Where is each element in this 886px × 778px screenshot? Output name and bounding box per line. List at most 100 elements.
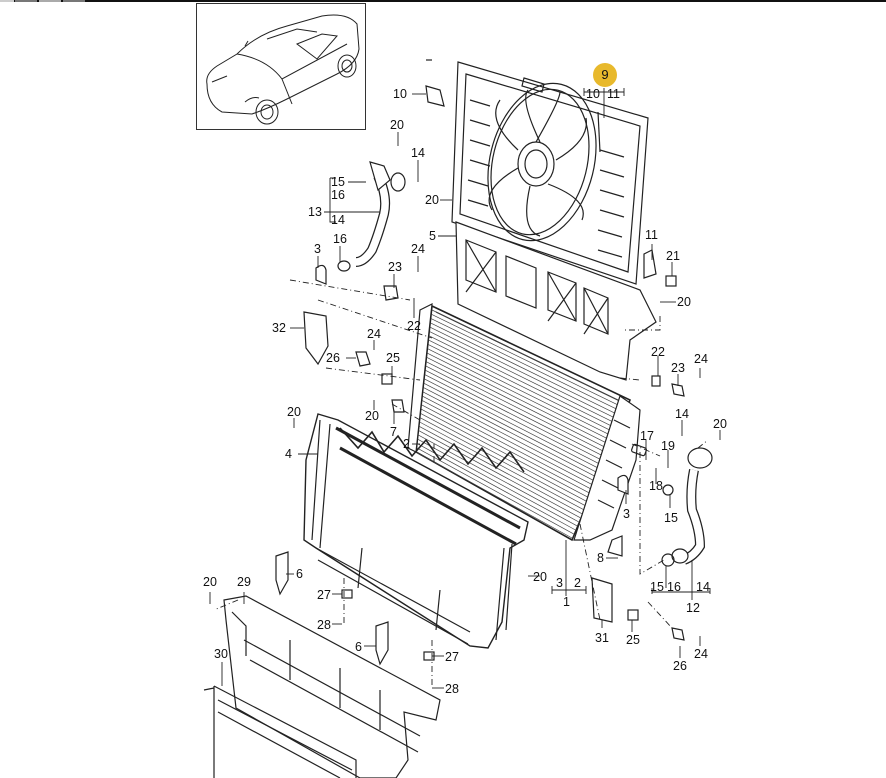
callout-26[interactable]: 26 <box>326 351 340 365</box>
radiator-fin-line <box>416 443 576 531</box>
callout-15[interactable]: 15 <box>664 511 678 525</box>
radiator-fin-line <box>423 382 599 474</box>
callout-15[interactable]: 15 <box>650 580 664 594</box>
callout-23[interactable]: 23 <box>671 361 685 375</box>
radiator-fin-line <box>417 438 578 527</box>
callout-3[interactable]: 3 <box>314 242 321 256</box>
callout-10[interactable]: 10 <box>586 87 600 101</box>
radiator-fin-line <box>431 309 627 405</box>
callout-24[interactable]: 24 <box>694 352 708 366</box>
callout-11[interactable]: 11 <box>607 87 620 101</box>
callout-1[interactable]: 1 <box>563 595 570 609</box>
callout-18[interactable]: 18 <box>649 479 663 493</box>
radiator-fin-line <box>418 425 582 514</box>
callout-20[interactable]: 20 <box>425 193 439 207</box>
callout-24[interactable]: 24 <box>694 647 708 661</box>
radiator-fin-line <box>424 378 600 470</box>
callout-16[interactable]: 16 <box>331 188 345 202</box>
radiator-fin-line <box>422 391 596 482</box>
callout-20[interactable]: 20 <box>203 575 217 589</box>
radiator-fin-line <box>424 374 602 466</box>
radiator-carrier-frame <box>303 413 529 649</box>
callout-28[interactable]: 28 <box>317 618 331 632</box>
radiator-fin-line <box>420 408 589 498</box>
radiator-fin-line <box>421 404 591 494</box>
radiator-fin-line <box>420 412 587 502</box>
air-guide <box>455 221 657 381</box>
callout-24[interactable]: 24 <box>367 327 381 341</box>
callout-31[interactable]: 31 <box>595 631 609 645</box>
radiator-fin-line <box>419 421 584 510</box>
vehicle-thumbnail <box>196 3 366 130</box>
callout-2[interactable]: 2 <box>574 576 581 590</box>
radiator-fin-line <box>421 400 592 490</box>
callout-12[interactable]: 12 <box>686 601 700 615</box>
lower-coolant-hose <box>671 447 713 565</box>
callout-16[interactable]: 16 <box>667 580 681 594</box>
callout-16[interactable]: 16 <box>333 232 347 246</box>
radiator-fin-line <box>426 361 607 454</box>
callout-20[interactable]: 20 <box>365 409 379 423</box>
callout-3[interactable]: 3 <box>556 576 563 590</box>
callout-4[interactable]: 4 <box>285 447 292 461</box>
callout-27[interactable]: 27 <box>445 650 459 664</box>
radiator-fin-line <box>428 335 617 429</box>
radiator-fin-line <box>430 322 622 417</box>
callout-29[interactable]: 29 <box>237 575 251 589</box>
callout-19[interactable]: 19 <box>661 439 675 453</box>
radiator-fin-line <box>418 430 581 519</box>
tab-strip-segment <box>15 0 37 2</box>
callout-20[interactable]: 20 <box>677 295 691 309</box>
callout-14[interactable]: 14 <box>696 580 710 594</box>
tab-strip-segment <box>63 0 85 2</box>
callout-14[interactable]: 14 <box>411 146 425 160</box>
radiator-fin-line <box>427 344 614 437</box>
callout-17[interactable]: 17 <box>640 429 654 443</box>
callout-10[interactable]: 10 <box>393 87 407 101</box>
callout-28[interactable]: 28 <box>445 682 459 696</box>
radiator-fin-line <box>429 331 618 425</box>
assembly-guide-lines <box>213 279 709 686</box>
upper-coolant-hose <box>355 161 406 267</box>
callout-26[interactable]: 26 <box>673 659 687 673</box>
callout-24[interactable]: 24 <box>411 242 425 256</box>
callout-11[interactable]: 11 <box>645 228 658 242</box>
callout-25[interactable]: 25 <box>386 351 400 365</box>
callout-14[interactable]: 14 <box>331 213 345 227</box>
callout-30[interactable]: 30 <box>214 647 228 661</box>
radiator-fin-line <box>425 369 604 462</box>
callout-21[interactable]: 21 <box>666 249 680 263</box>
callout-8[interactable]: 8 <box>597 551 604 565</box>
callout-7[interactable]: 7 <box>390 425 397 439</box>
radiator-fin-line <box>429 326 620 421</box>
radiator-fin-line <box>426 357 609 449</box>
car-icon <box>206 14 360 125</box>
callout-23[interactable]: 23 <box>388 260 402 274</box>
callout-20[interactable]: 20 <box>390 118 404 132</box>
callout-20[interactable]: 20 <box>287 405 301 419</box>
top-border <box>0 0 886 2</box>
callout-9-highlighted[interactable]: 9 <box>593 63 617 87</box>
callout-leader-lines <box>209 88 721 689</box>
radiator-fin-line <box>428 339 615 433</box>
callout-20[interactable]: 20 <box>533 570 547 584</box>
callout-6[interactable]: 6 <box>296 567 303 581</box>
callout-3[interactable]: 3 <box>623 507 630 521</box>
callout-27[interactable]: 27 <box>317 588 331 602</box>
callout-14[interactable]: 14 <box>675 407 689 421</box>
callout-13[interactable]: 13 <box>308 205 322 219</box>
radiator-fin-line <box>426 352 610 445</box>
callout-2[interactable]: 2 <box>403 437 410 451</box>
callout-22[interactable]: 22 <box>651 345 665 359</box>
callout-32[interactable]: 32 <box>272 321 286 335</box>
callout-6[interactable]: 6 <box>355 640 362 654</box>
callout-20[interactable]: 20 <box>713 417 727 431</box>
callout-15[interactable]: 15 <box>331 175 345 189</box>
callout-5[interactable]: 5 <box>429 229 436 243</box>
radiator-fin-line <box>430 318 623 413</box>
auxiliary-cooler <box>203 685 357 778</box>
callout-25[interactable]: 25 <box>626 633 640 647</box>
callout-22[interactable]: 22 <box>407 319 421 333</box>
fan-shroud <box>451 61 649 285</box>
